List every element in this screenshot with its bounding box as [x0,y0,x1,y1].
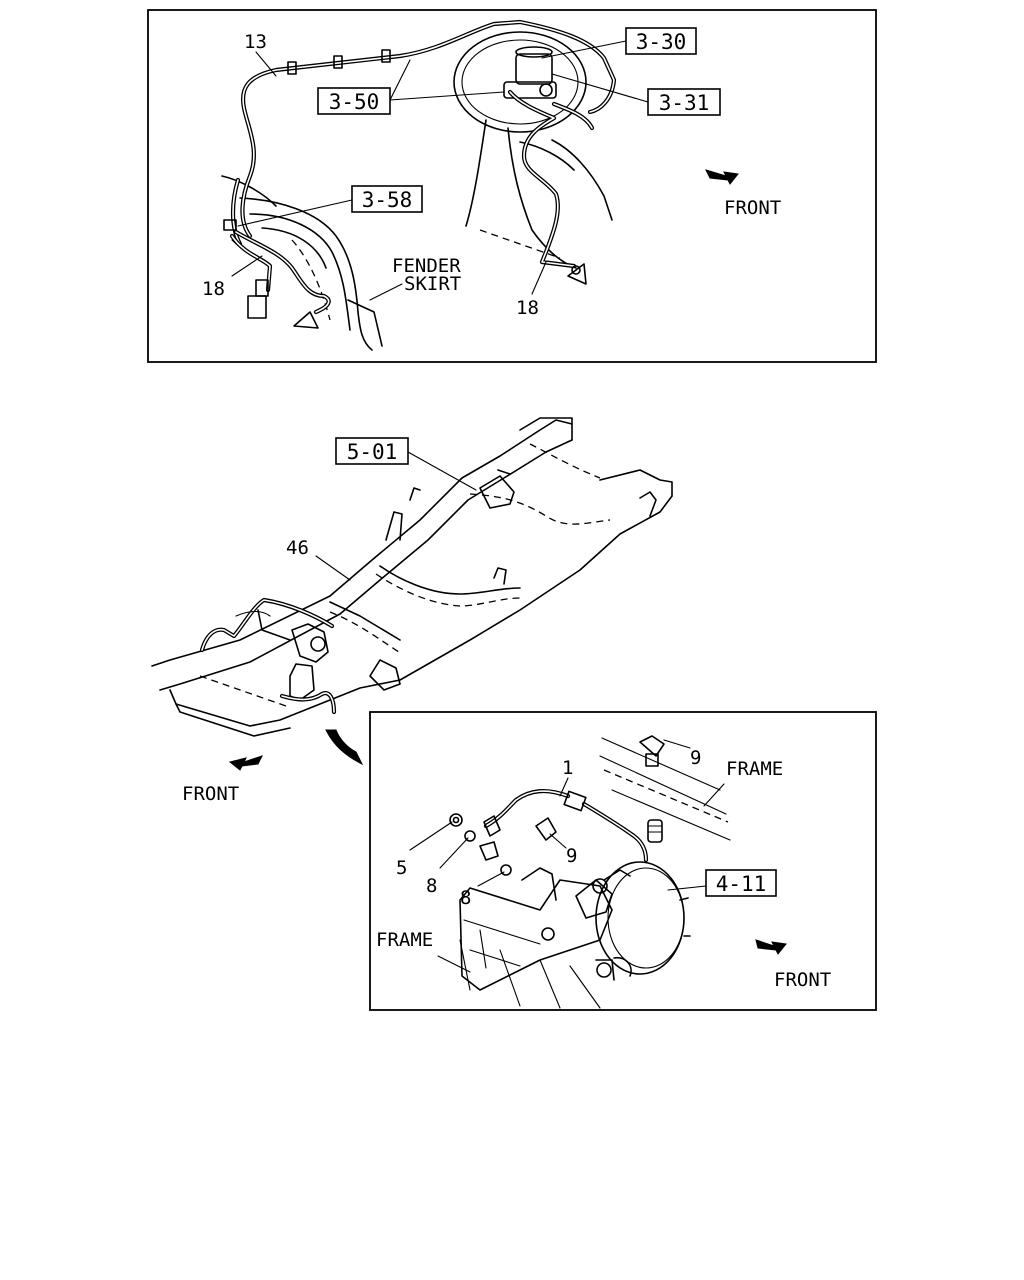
part-number-9-top: 9 [690,747,701,769]
skirt-label: SKIRT [404,273,461,295]
leader-5-01 [407,451,477,491]
ref-5-01[interactable]: 5-01 [335,437,409,465]
detail-panel-border [369,711,877,1011]
front-arrow-icon [705,169,739,185]
detail-booster-drawing [575,861,691,981]
part-number-18-left: 18 [202,278,225,300]
front-label-detail: FRONT [774,969,831,991]
brake-pipes-top [223,19,617,329]
ref-3-50-text: 3-50 [329,90,380,114]
ref-3-58-text: 3-58 [362,188,413,212]
ref-3-31-text: 3-31 [659,91,710,115]
part-number-8-a: 8 [426,875,437,897]
ref-3-30-text: 3-30 [636,30,687,54]
part-number-9-mid: 9 [566,845,577,867]
detail-hose-drawing [449,735,665,876]
front-label-top: FRONT [724,197,781,219]
ref-3-30[interactable]: 3-30 [625,27,697,55]
ref-5-01-text: 5-01 [347,440,398,464]
part-number-1: 1 [562,757,573,779]
front-arrow-icon-middle [228,755,263,771]
top-leader-lines [231,40,649,301]
front-label-middle: FRONT [182,783,239,805]
front-arrow-icon-detail [755,939,787,955]
part-number-18-right: 18 [516,297,539,319]
top-panel-border [147,9,877,363]
frame-label-top: FRAME [726,758,783,780]
leader-46 [315,555,351,581]
part-number-5: 5 [396,857,407,879]
fender-label: FENDER [392,255,461,277]
ref-3-31[interactable]: 3-31 [647,88,721,116]
detail-frame-drawing [459,737,731,1009]
chassis-frame-drawing [151,417,673,766]
part-number-13: 13 [244,31,267,53]
detail-leader-lines [409,739,725,973]
ref-4-11-text: 4-11 [716,872,767,896]
ref-3-50[interactable]: 3-50 [317,87,391,115]
ref-3-58[interactable]: 3-58 [351,185,423,213]
part-number-46: 46 [286,537,309,559]
ref-4-11[interactable]: 4-11 [705,869,777,897]
part-number-8-b: 8 [460,887,471,909]
detail-panel: 1 5 8 8 9 9 FRAME FRAME 4-11 FRONT [369,711,877,1011]
top-panel: 3-30 3-50 3-31 3-58 13 18 18 FENDER SKIR… [147,9,877,363]
callout-arrow-icon [325,729,364,766]
frame-label-bottom: FRAME [376,929,433,951]
